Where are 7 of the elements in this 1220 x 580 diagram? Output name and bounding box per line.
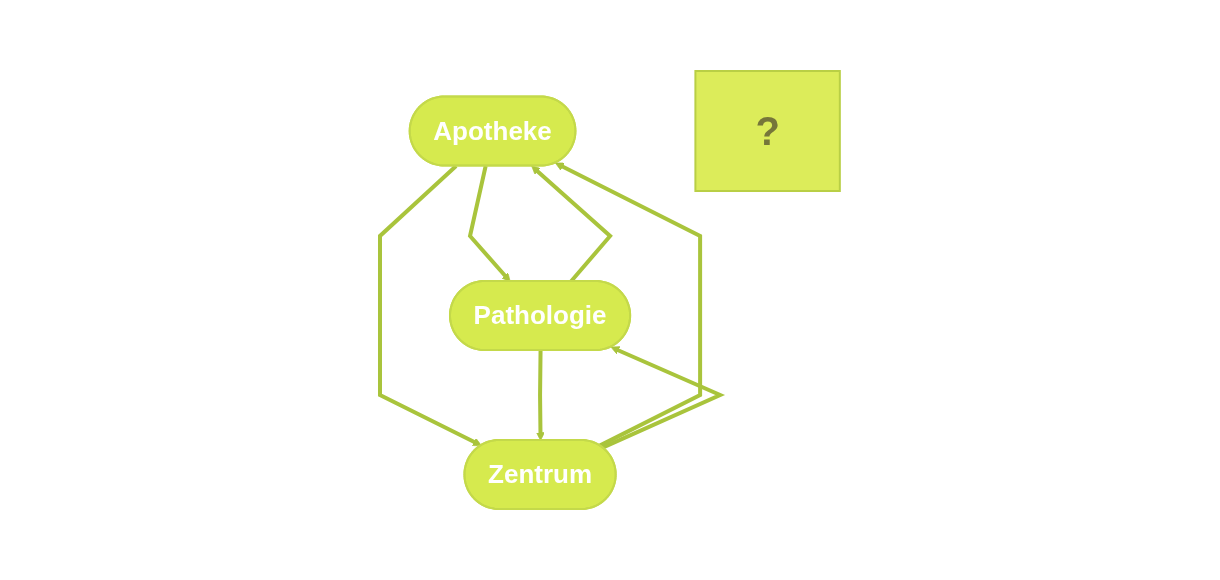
arrow	[601, 346, 726, 450]
node-box: ?	[694, 70, 841, 192]
arrow	[531, 165, 613, 283]
arrow	[555, 162, 703, 448]
arrow	[467, 165, 511, 282]
arrow	[536, 350, 545, 441]
arrow	[378, 164, 482, 446]
